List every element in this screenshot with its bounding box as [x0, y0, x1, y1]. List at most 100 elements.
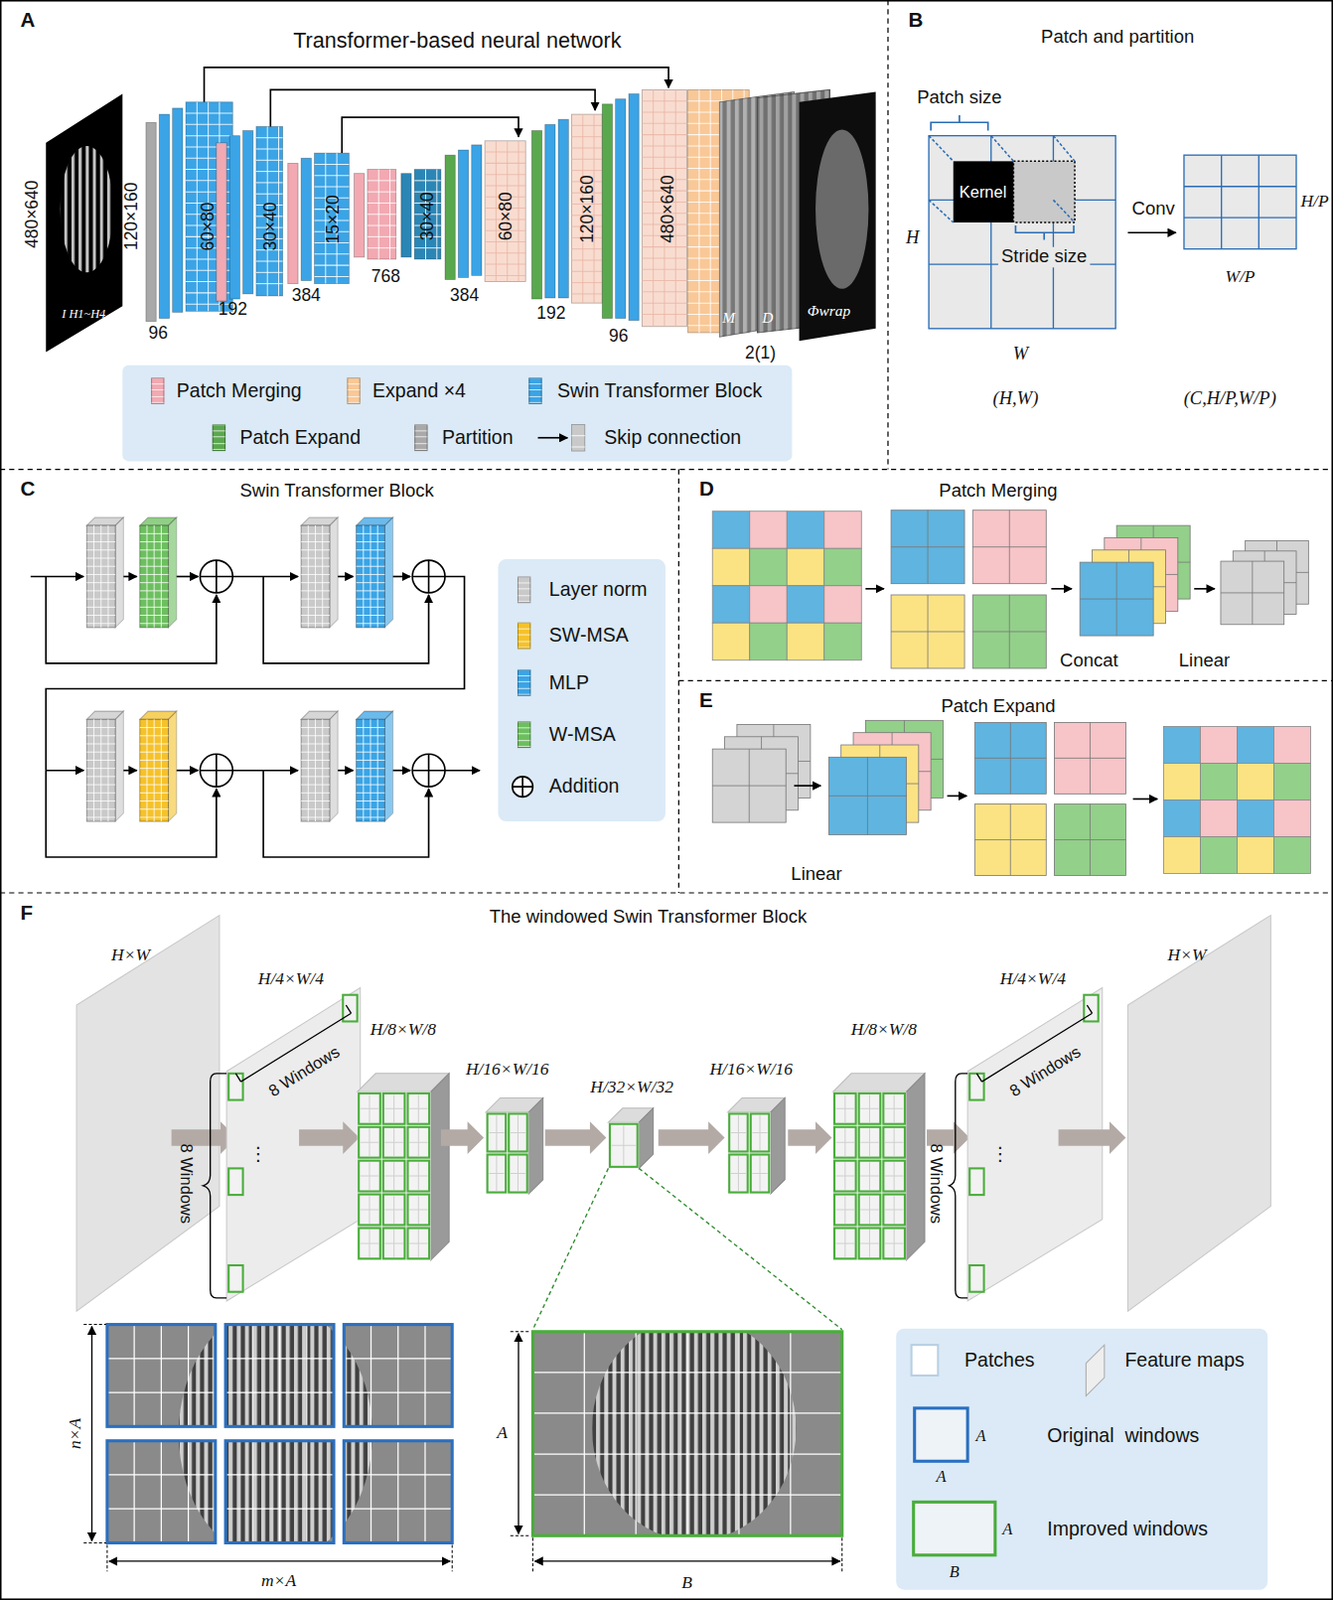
grid-line: [571, 169, 602, 171]
grid-line: [356, 622, 386, 624]
grid-line: [86, 735, 116, 737]
figure-label: H/8×W/8: [851, 1021, 917, 1040]
grid-line: [641, 123, 687, 125]
figure-label: 480×640: [658, 174, 678, 243]
projection-line: [1052, 199, 1075, 223]
token-cell: [749, 548, 788, 587]
figure-label: Kernel: [959, 182, 1008, 201]
grid-line: [86, 767, 116, 769]
token-cell: [1199, 727, 1237, 764]
grid-line: [571, 435, 585, 437]
addition-cross: [199, 753, 233, 787]
figure-label: H×W: [111, 946, 150, 966]
grid-line: [571, 147, 602, 149]
window: [408, 1161, 431, 1192]
grid-line: [356, 759, 386, 761]
grid-line: [890, 594, 965, 669]
token-cell: [749, 511, 788, 550]
slab-side: [384, 711, 393, 822]
grid-line: [571, 125, 602, 127]
kernel-box: [953, 160, 1015, 223]
flow-arrow: [658, 1121, 726, 1155]
patch-line: [343, 1357, 452, 1359]
grid-line: [641, 156, 687, 158]
window: [969, 1168, 984, 1195]
window: [383, 1228, 406, 1260]
grid-line: [1053, 804, 1126, 877]
grid-line: [356, 541, 386, 543]
figure-label: A: [496, 1424, 508, 1444]
box-front: [485, 1112, 529, 1194]
grid-line: [140, 582, 169, 584]
layer-block: [571, 114, 602, 303]
token-cell: [712, 586, 750, 624]
figure-label: W/P: [1224, 268, 1255, 288]
grid-line: [256, 148, 284, 149]
fringe-tile: [225, 1325, 334, 1428]
grid-line: [86, 598, 116, 600]
legend-text: Addition: [549, 775, 620, 798]
grid-line: [356, 784, 386, 786]
layer-block: [288, 162, 298, 284]
token-cell: [1199, 836, 1237, 874]
arrow: [337, 769, 353, 772]
arrow: [30, 576, 84, 579]
box-side: [638, 1108, 653, 1170]
patch-line: [611, 1125, 637, 1166]
figure-label: Φwrap: [807, 302, 851, 320]
figure-label: 96: [608, 326, 628, 346]
token-cell: [786, 511, 825, 550]
figure-label: 2(1): [744, 344, 776, 364]
arrow: [1193, 588, 1215, 591]
grid-line: [356, 557, 386, 559]
grid-line: [356, 742, 386, 744]
panel-a-figure: [45, 67, 876, 462]
grid-line: [300, 566, 330, 568]
token-cell: [1236, 727, 1274, 764]
patch-line: [384, 1195, 403, 1224]
patch-line: [225, 1357, 334, 1359]
window: [859, 1127, 882, 1159]
arrow: [45, 576, 217, 663]
window: [408, 1194, 431, 1226]
window: [883, 1228, 905, 1260]
panel-title: The windowed Swin Transformer Block: [489, 906, 808, 928]
box-front: [728, 1112, 771, 1194]
panel-title: Patch Merging: [938, 480, 1057, 502]
layer-block: [185, 102, 233, 312]
arrow: [444, 769, 480, 772]
figure-label: 120×160: [123, 182, 143, 251]
figure-label: H/8×W/8: [370, 1021, 437, 1040]
patch-line: [860, 1128, 879, 1157]
grid-line: [356, 727, 386, 729]
window-outline: [107, 1325, 216, 1428]
legend-box: [122, 365, 792, 462]
figure-label: I H1~H4: [61, 307, 106, 322]
grid-line: [313, 253, 349, 255]
grid-line: [256, 261, 284, 263]
patch-line: [488, 1156, 504, 1191]
grid-line: [86, 557, 116, 559]
window: [859, 1194, 882, 1226]
grid-line: [140, 759, 169, 761]
window: [358, 1228, 381, 1260]
arrow: [263, 576, 429, 663]
grid-line: [140, 541, 169, 543]
panel: DPatch Merging: [678, 469, 1333, 682]
grid-line: [86, 792, 116, 794]
arrow: [1127, 231, 1176, 234]
patch-line: [360, 1195, 379, 1224]
layer-block: [444, 154, 455, 280]
fringe-pattern: [107, 1441, 216, 1544]
figure-label: 30×40: [262, 202, 282, 252]
grid-line: [571, 293, 602, 295]
window: [750, 1113, 769, 1152]
slab-side: [115, 517, 124, 628]
window: [859, 1093, 882, 1125]
patch-line: [751, 1156, 767, 1191]
patch-line: [107, 1391, 216, 1393]
patch-line: [510, 1156, 526, 1191]
window: [228, 1168, 243, 1195]
fringe-tile: [107, 1441, 216, 1544]
patch-line: [686, 1332, 688, 1536]
